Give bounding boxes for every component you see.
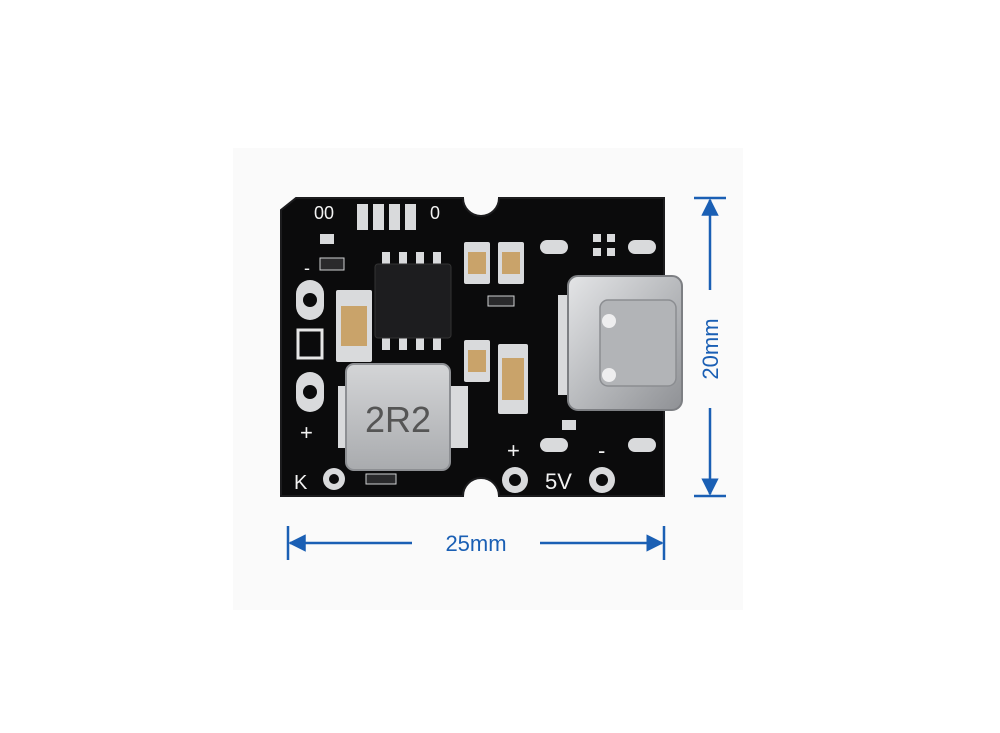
led-indicator-pads [357,204,416,230]
silk-top-left: 00 [314,203,334,223]
silk-5v: 5V [545,469,572,494]
inductor-2r2: 2R2 [338,363,468,471]
silk-k: K [294,472,308,494]
width-label: 25mm [445,531,506,556]
silk-plus-left: + [300,420,313,445]
resistor-small [319,234,345,271]
silk-top-right: 0 [430,203,440,223]
inductor-marking: 2R2 [365,399,431,440]
height-label: 20mm [698,318,723,379]
usb-c-connector[interactable] [558,275,683,411]
silk-minus-right: - [598,438,605,463]
output-pads [502,467,615,493]
capacitor-group-center [464,242,528,414]
height-dimension: 20mm [694,196,726,498]
width-dimension: 25mm [286,526,666,560]
ic-chip [374,252,452,350]
silk-minus-left: - [304,258,310,278]
resistor-center [487,295,515,307]
battery-pads-left [296,280,345,490]
smd-pads-top-right [540,234,656,256]
resistor-bottom [365,473,397,485]
capacitor-left [336,290,372,362]
smd-pads-bottom-right [540,420,656,452]
silk-plus-right: + [507,438,520,463]
